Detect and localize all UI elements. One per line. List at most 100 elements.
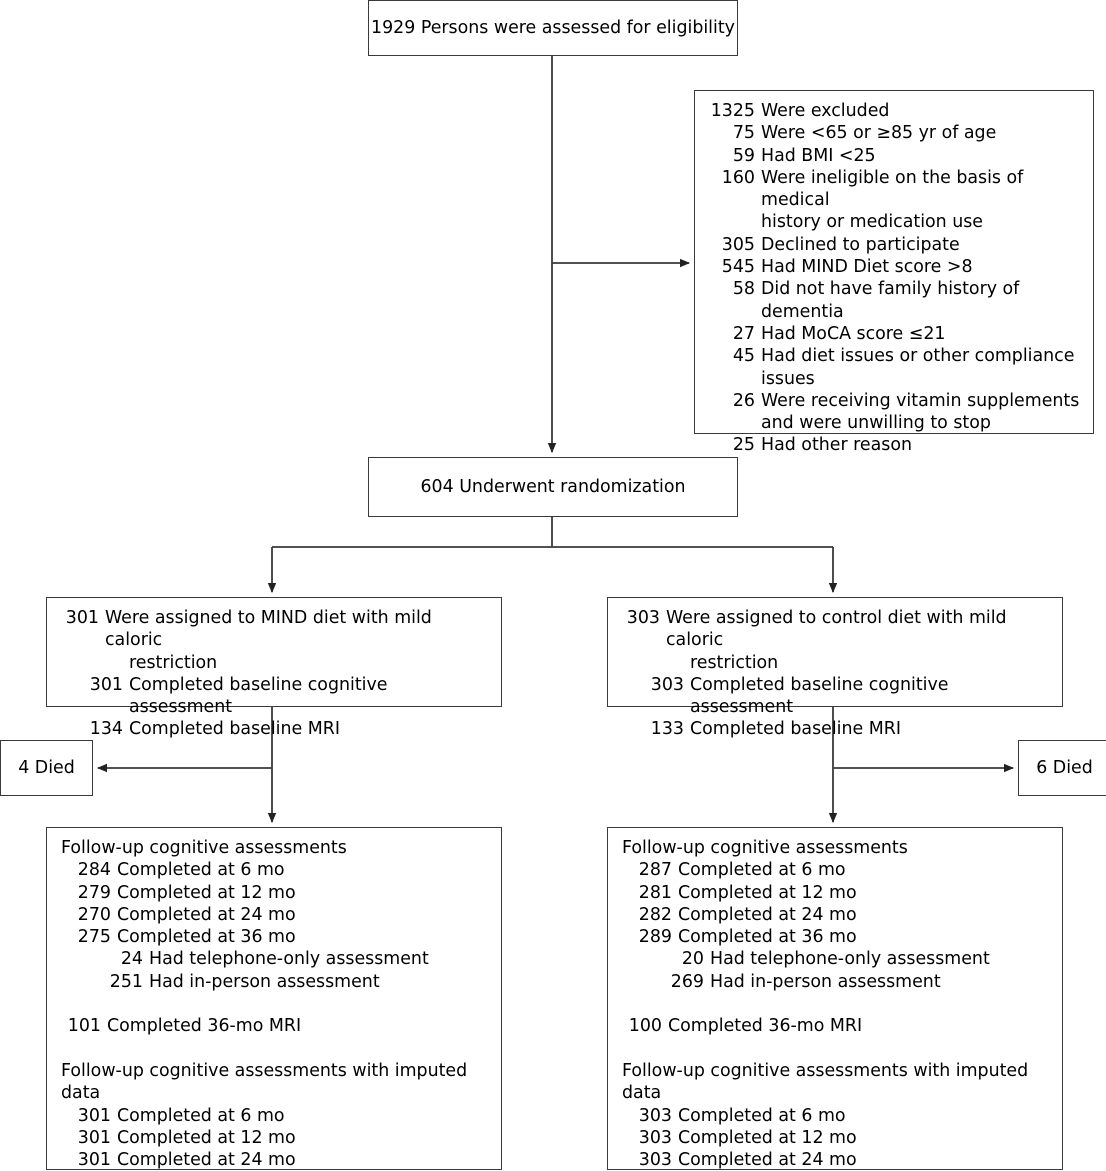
randomization-text: 604 Underwent randomization <box>420 476 686 497</box>
excluded-reason: 305 Declined to participate <box>709 234 1081 256</box>
followup-item: 270 Completed at 24 mo <box>61 904 489 926</box>
box-allocation-control-diet: 303 Were assigned to control diet with m… <box>607 597 1063 739</box>
excluded-reason-continuation-label: and were unwilling to stop <box>761 413 991 434</box>
allocation-header: 303 Were assigned to control diet with m… <box>622 607 1050 652</box>
followup-item-label: Completed at 6 mo <box>117 860 285 881</box>
excluded-reason-count: 75 <box>732 123 755 144</box>
followup-spacer <box>622 993 1050 1015</box>
followup-subitem-count: 20 <box>681 949 704 970</box>
excluded-reason-continuation-label: issues <box>761 368 815 389</box>
died-text: 6 Died <box>1036 757 1093 778</box>
followup-mri: 100 Completed 36-mo MRI <box>622 1015 1050 1037</box>
followup-imputed-item-count: 303 <box>638 1105 672 1126</box>
allocation-count: 301 <box>65 608 99 628</box>
followup-spacer <box>622 1038 1050 1060</box>
box-allocation-mind-diet: 301 Were assigned to MIND diet with mild… <box>46 597 502 739</box>
excluded-reason-label: Had MoCA score ≤21 <box>761 323 946 344</box>
followup-imputed-item: 303 Completed at 6 mo <box>622 1105 1050 1127</box>
excluded-reason-count: 160 <box>721 167 755 188</box>
excluded-reason-label: Did not have family history of dementia <box>761 279 1020 322</box>
followup-item-count: 281 <box>638 882 672 903</box>
excluded-header: 1325 Were excluded <box>709 100 1081 122</box>
excluded-reason-label: Were <65 or ≥85 yr of age <box>761 123 997 144</box>
allocation-continuation: restriction <box>61 652 489 674</box>
allocation-item: 134 Completed baseline MRI <box>61 718 489 740</box>
allocation-count: 303 <box>626 608 660 628</box>
followup-imputed-item-label: Completed at 6 mo <box>678 1105 846 1126</box>
allocation-item-count: 133 <box>650 719 684 740</box>
allocation-item-count: 303 <box>650 674 684 695</box>
allocation-item-count: 301 <box>89 674 123 695</box>
followup-mri-count: 100 <box>628 1016 662 1037</box>
excluded-header-count: 1325 <box>710 101 755 121</box>
followup-item-count: 275 <box>77 927 111 948</box>
allocation-item: 303 Completed baseline cognitive assessm… <box>622 674 1050 719</box>
followup-item: 281 Completed at 12 mo <box>622 882 1050 904</box>
excluded-reason-label: Had BMI <25 <box>761 145 876 166</box>
excluded-reason-count: 45 <box>732 346 755 367</box>
followup-subitem-label: Had telephone-only assessment <box>710 949 990 970</box>
box-died-control-diet: 6 Died <box>1018 740 1106 796</box>
excluded-reason-label: Declined to participate <box>761 234 960 255</box>
box-screened: 1929 Persons were assessed for eligibili… <box>368 0 738 56</box>
followup-subitem-label: Had in-person assessment <box>149 971 380 992</box>
followup-imputed-item-count: 303 <box>638 1127 672 1148</box>
followup-item-label: Completed at 24 mo <box>117 904 296 925</box>
followup-item-count: 279 <box>77 882 111 903</box>
followup-imputed-item: 303 Completed at 12 mo <box>622 1127 1050 1149</box>
excluded-reason-label: Had MIND Diet score >8 <box>761 257 973 278</box>
followup-item-count: 284 <box>77 860 111 881</box>
followup-imputed-header: Follow-up cognitive assessments with imp… <box>61 1060 468 1104</box>
allocation-continuation: restriction <box>622 652 1050 674</box>
followup-mri-label: Completed 36-mo MRI <box>107 1016 302 1037</box>
excluded-reason-label: Had diet issues or other compliance <box>761 346 1075 367</box>
excluded-reason-count: 58 <box>732 279 755 300</box>
followup-imputed-item-label: Completed at 12 mo <box>678 1127 857 1148</box>
allocation-item-label: Completed baseline cognitive assessment <box>690 674 949 718</box>
followup-imputed-item-count: 301 <box>77 1105 111 1126</box>
excluded-reason: 75 Were <65 or ≥85 yr of age <box>709 122 1081 144</box>
excluded-reason-count: 305 <box>721 234 755 255</box>
followup-item-list: 284 Completed at 6 mo 279 Completed at 12 m… <box>61 859 489 948</box>
followup-subitem: 20 Had telephone-only assessment <box>622 948 1050 970</box>
followup-subitem-label: Had in-person assessment <box>710 971 941 992</box>
followup-header: Follow-up cognitive assessments <box>61 838 347 858</box>
followup-header: Follow-up cognitive assessments <box>622 838 908 858</box>
excluded-reason-continuation: history or medication use <box>709 211 1081 233</box>
excluded-reason-label: Were receiving vitamin supplements <box>761 390 1080 411</box>
followup-imputed-item-count: 301 <box>77 1127 111 1148</box>
followup-item-label: Completed at 6 mo <box>678 860 846 881</box>
followup-item-label: Completed at 36 mo <box>678 927 857 948</box>
excluded-reason-count: 25 <box>732 435 755 456</box>
followup-item-count: 270 <box>77 904 111 925</box>
followup-imputed-item-label: Completed at 6 mo <box>117 1105 285 1126</box>
excluded-reason-continuation-label: history or medication use <box>761 212 984 233</box>
followup-imputed-item: 301 Completed at 6 mo <box>61 1105 489 1127</box>
screened-text: 1929 Persons were assessed for eligibili… <box>371 17 735 38</box>
followup-item-label: Completed at 12 mo <box>117 882 296 903</box>
excluded-reason-count: 59 <box>732 145 755 166</box>
followup-imputed-item-count: 301 <box>77 1150 111 1171</box>
excluded-reason-count: 27 <box>732 323 755 344</box>
box-died-mind-diet: 4 Died <box>0 740 93 796</box>
allocation-item: 301 Completed baseline cognitive assessm… <box>61 674 489 719</box>
allocation-label: Were assigned to control diet with mild … <box>666 608 1007 651</box>
excluded-reason: 27 Had MoCA score ≤21 <box>709 323 1081 345</box>
allocation-item-label: Completed baseline MRI <box>129 719 340 740</box>
followup-item-label: Completed at 12 mo <box>678 882 857 903</box>
